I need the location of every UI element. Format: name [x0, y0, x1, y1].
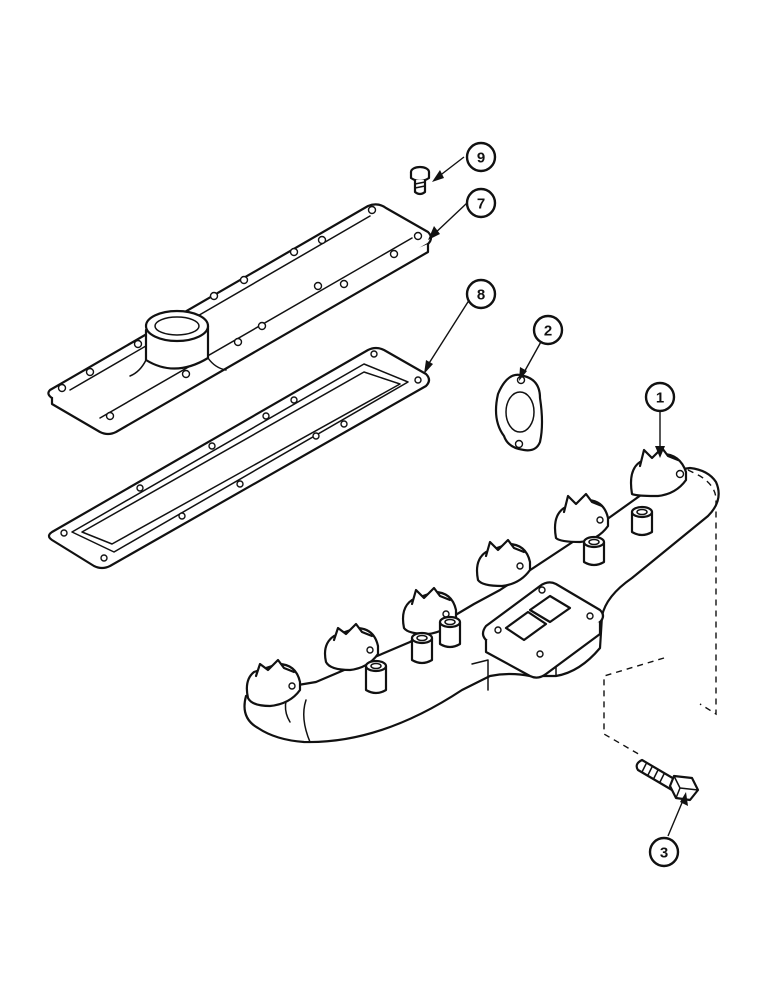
callout-1: 1: [644, 381, 676, 413]
callout-1-label: 1: [656, 390, 664, 407]
alignment-dashed-line: [687, 469, 717, 716]
part-2-turbo-flange-gasket: [494, 373, 544, 452]
part-7-intake-cover: [47, 203, 433, 436]
callout-7: 7: [465, 187, 497, 219]
part-3-manifold-bolt: [635, 758, 700, 802]
leader-lines: [425, 156, 685, 837]
leader-arrowheads: [424, 170, 688, 806]
part-1-exhaust-manifold: [243, 446, 720, 744]
callout-3: 3: [648, 836, 680, 868]
callout-9: 9: [465, 141, 497, 173]
callout-8: 8: [465, 278, 497, 310]
manifold-stud-bosses: [364, 505, 654, 695]
callout-3-label: 3: [660, 845, 668, 862]
alignment-dashed-line: [603, 657, 665, 757]
callout-8-label: 8: [477, 287, 485, 304]
callout-9-label: 9: [477, 150, 485, 167]
callout-2-label: 2: [544, 323, 552, 340]
part-9-cover-bolt: [409, 165, 431, 196]
callout-7-label: 7: [477, 196, 485, 213]
callout-2: 2: [532, 314, 564, 346]
part-8-cover-gasket: [47, 346, 431, 570]
